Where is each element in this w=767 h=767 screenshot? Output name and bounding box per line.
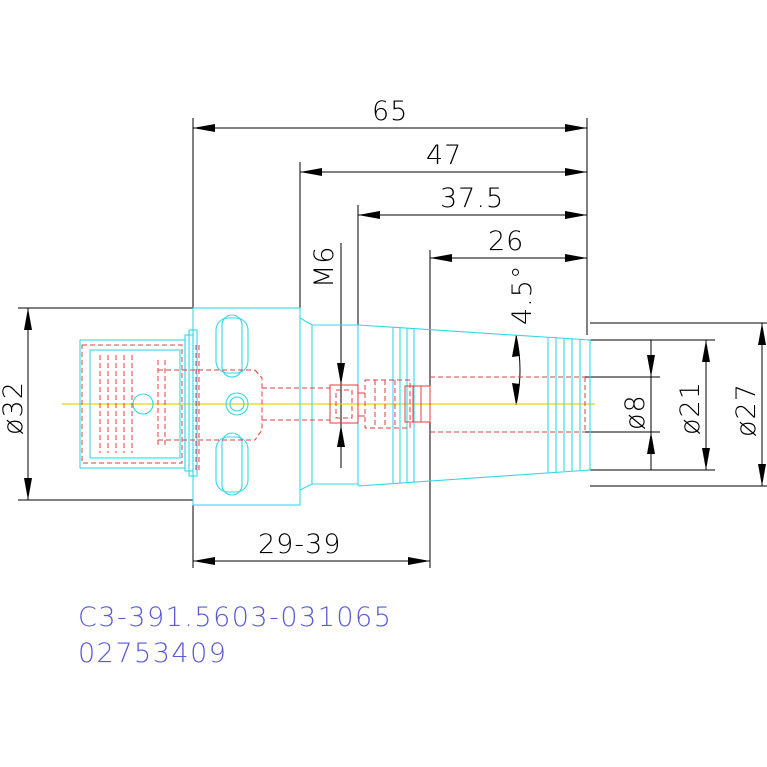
dimension-dia8-label: ø8 [620, 394, 651, 430]
dimension-dia21-label: ø21 [675, 381, 706, 435]
dimension-dia32: ø32 [0, 307, 193, 501]
dimension-29-39-label: 29-39 [258, 529, 341, 560]
dimension-m6: M6 [309, 243, 345, 468]
dimension-dia32-label: ø32 [0, 381, 29, 435]
dimension-dia27-label: ø27 [731, 383, 762, 437]
article-number: 02753409 [78, 638, 228, 669]
dimension-angle-label: 4.5° [507, 265, 538, 325]
dimension-angle: 4.5° [507, 265, 538, 406]
dimension-m6-label: M6 [309, 246, 340, 288]
dimension-47-label: 47 [426, 140, 462, 171]
dimension-37-5: 37.5 [357, 183, 587, 325]
part-number: C3-391.5603-031065 [78, 602, 393, 633]
dimension-dia27: ø27 [590, 322, 767, 487]
holder-body-outline [79, 307, 591, 506]
dimension-dia21: ø21 [588, 339, 715, 471]
hidden-internal-details [81, 344, 586, 470]
dimension-29-39: 29-39 [192, 490, 430, 568]
dimension-dia8: ø8 [585, 340, 660, 470]
dimension-65-label: 65 [372, 96, 408, 127]
dimension-26-label: 26 [488, 226, 524, 257]
dimension-47: 47 [299, 140, 587, 318]
dimension-65: 65 [192, 96, 588, 335]
dimension-26: 26 [429, 226, 587, 568]
dimension-37-5-label: 37.5 [440, 183, 504, 214]
